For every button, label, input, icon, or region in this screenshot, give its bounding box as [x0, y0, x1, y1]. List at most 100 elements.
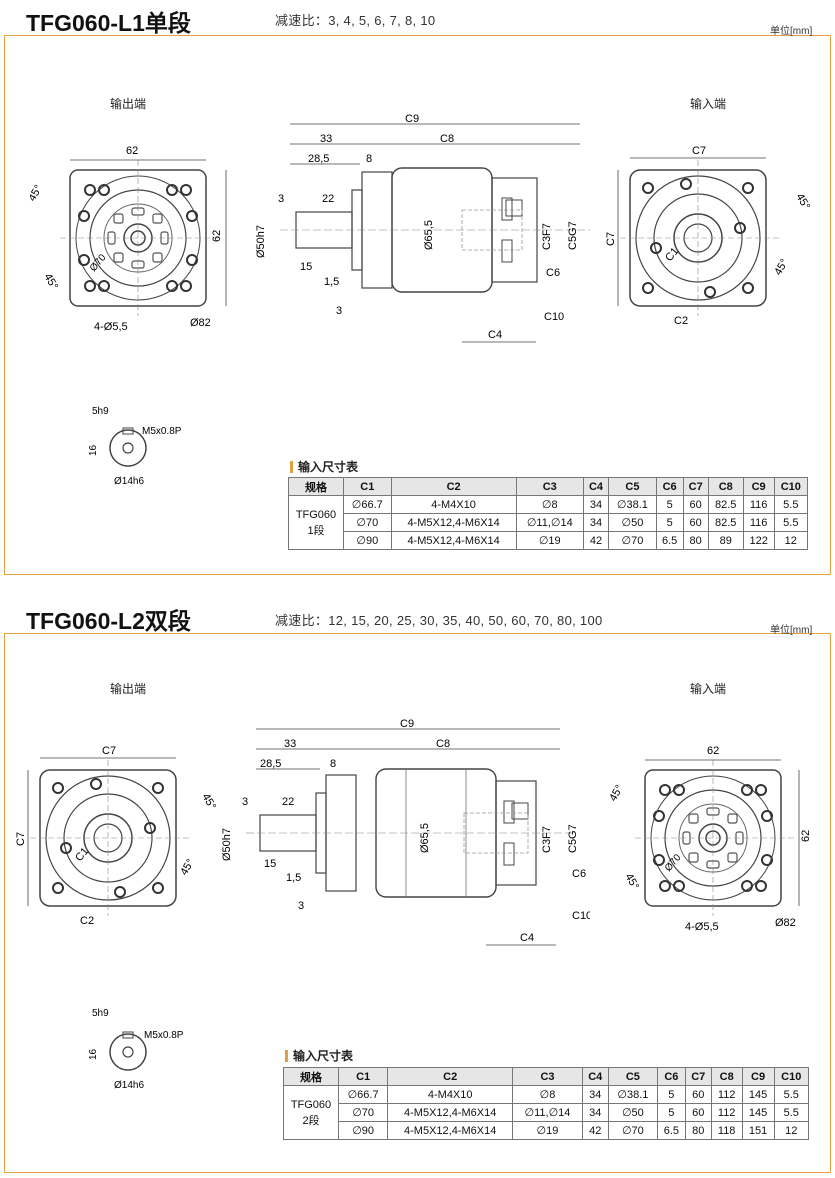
dim-3-bottom: 3: [298, 900, 304, 912]
cell: 6.5: [656, 1121, 686, 1140]
key-height-16: 16: [88, 1048, 99, 1060]
dim-d50h7: Ø50h7: [221, 828, 233, 861]
key-height-16: 16: [88, 444, 99, 456]
th-spec: 规格: [283, 1067, 339, 1086]
cell: 5: [656, 1085, 686, 1104]
dim-c10: C10: [572, 910, 590, 922]
cell: 5.5: [773, 1103, 809, 1122]
dim-15: 15: [300, 261, 312, 273]
cell: 6.5: [655, 531, 684, 550]
cell: ∅70: [337, 1103, 389, 1122]
dim-c5: C5G7: [567, 824, 579, 853]
cell: 5.5: [773, 495, 809, 514]
dim-15: 15: [264, 858, 276, 870]
th-c3: C3: [512, 1067, 583, 1086]
input-dim-table-title: 输入尺寸表: [285, 1047, 353, 1064]
cell: 112: [710, 1103, 743, 1122]
output-flange-view: 62 62 45° 45° Ø70 4-Ø5,5 Ø82: [30, 145, 227, 333]
cell: 12: [773, 531, 809, 550]
dim-28-5: 28,5: [308, 153, 329, 165]
table-title-text: 输入尺寸表: [298, 460, 359, 474]
spec-model: TFG060: [295, 508, 337, 521]
angle-45-right-lower: 45°: [772, 257, 791, 277]
cell: 118: [710, 1121, 743, 1140]
shaft-key-detail-2: 5h9 M5x0.8P 16 Ø14h6: [88, 1008, 184, 1091]
th-c2: C2: [387, 1067, 514, 1086]
table-header-row: 规格 C1 C2 C3 C4 C5 C6 C7 C8 C9 C10: [283, 1067, 809, 1086]
cell: 4-M5X12,4-M6X14: [390, 531, 517, 550]
cell: ∅8: [515, 495, 584, 514]
cell: 145: [741, 1085, 775, 1104]
dim-33: 33: [284, 738, 296, 750]
angle-45-upper: 45°: [607, 783, 626, 803]
section-1-panel: [4, 35, 831, 575]
title-accent-bar: [285, 1049, 288, 1062]
dim-d82: Ø82: [775, 917, 796, 929]
angle-45-right-upper: 45°: [793, 192, 812, 212]
dim-8: 8: [330, 758, 336, 770]
reduction-ratio: 减速比：12, 15, 20, 25, 30, 35, 40, 50, 60, …: [275, 613, 603, 628]
th-c8: C8: [707, 477, 744, 496]
angle-45-right-lower: 45°: [178, 857, 197, 877]
section-1-title: TFG060-L1单段: [4, 6, 223, 36]
cell: ∅70: [608, 531, 657, 550]
dim-62-side: 62: [800, 830, 812, 842]
cell: 60: [682, 495, 709, 514]
dim-1-5: 1,5: [286, 872, 301, 884]
dim-c8: C8: [436, 738, 450, 750]
dim-d70: Ø70: [663, 852, 684, 874]
cell: 4-M5X12,4-M6X14: [390, 513, 517, 532]
spec-model: TFG060: [290, 1098, 332, 1111]
cell: 4-M4X10: [387, 1085, 514, 1104]
dim-8: 8: [366, 153, 372, 165]
cell: 60: [684, 1103, 712, 1122]
output-end-label: 输出端: [110, 97, 147, 111]
section-2-title: TFG060-L2双段: [4, 604, 223, 634]
cell: ∅90: [337, 1121, 389, 1140]
cell: 60: [684, 1085, 712, 1104]
cell: 116: [742, 513, 775, 532]
title-underline: [4, 633, 232, 634]
dim-33: 33: [320, 133, 332, 145]
cell: ∅90: [343, 531, 392, 550]
th-c9: C9: [742, 477, 775, 496]
dim-1-5: 1,5: [324, 276, 339, 288]
cell: 60: [682, 513, 709, 532]
cell: 151: [741, 1121, 775, 1140]
dim-c4: C4: [488, 329, 502, 341]
cell: 80: [682, 531, 709, 550]
dim-3-bottom: 3: [336, 305, 342, 317]
table-row: ∅90 4-M5X12,4-M6X14 ∅19 42 ∅70 6.5 80 89…: [289, 531, 809, 550]
dim-c3: C3F7: [541, 223, 553, 250]
dim-c1: C1: [663, 245, 681, 263]
cell: 34: [581, 1103, 609, 1122]
shaft-d14h6: Ø14h6: [114, 1080, 144, 1091]
cell: 145: [741, 1103, 775, 1122]
dim-62-top: 62: [126, 145, 138, 157]
dim-3-top: 3: [242, 796, 248, 808]
dim-c9: C9: [400, 718, 414, 730]
key-width-5h9: 5h9: [92, 406, 109, 417]
input-dim-table-1: 规格 C1 C2 C3 C4 C5 C6 C7 C8 C9 C10 TFG060…: [288, 477, 809, 550]
dim-c4: C4: [520, 932, 534, 944]
title-underline: [4, 35, 232, 36]
cell: ∅66.7: [337, 1085, 389, 1104]
unit-label: 单位[mm]: [770, 625, 813, 636]
cell: 82.5: [707, 513, 744, 532]
shaft-d14h6: Ø14h6: [114, 476, 144, 487]
cell: ∅8: [512, 1085, 583, 1104]
cell: 34: [582, 495, 610, 514]
cell: ∅70: [343, 513, 392, 532]
dim-22: 22: [282, 796, 294, 808]
cell: 82.5: [707, 495, 744, 514]
th-c2: C2: [390, 477, 517, 496]
dim-c6: C6: [572, 868, 586, 880]
table-header-row: 规格 C1 C2 C3 C4 C5 C6 C7 C8 C9 C10: [288, 477, 809, 496]
cell: 5: [655, 495, 684, 514]
input-flange-view: C7 C7 C1 C2 45° 45°: [605, 145, 812, 327]
th-c6: C6: [655, 477, 684, 496]
dim-c7-side: C7: [15, 832, 27, 846]
dim-c7-top: C7: [102, 745, 116, 757]
